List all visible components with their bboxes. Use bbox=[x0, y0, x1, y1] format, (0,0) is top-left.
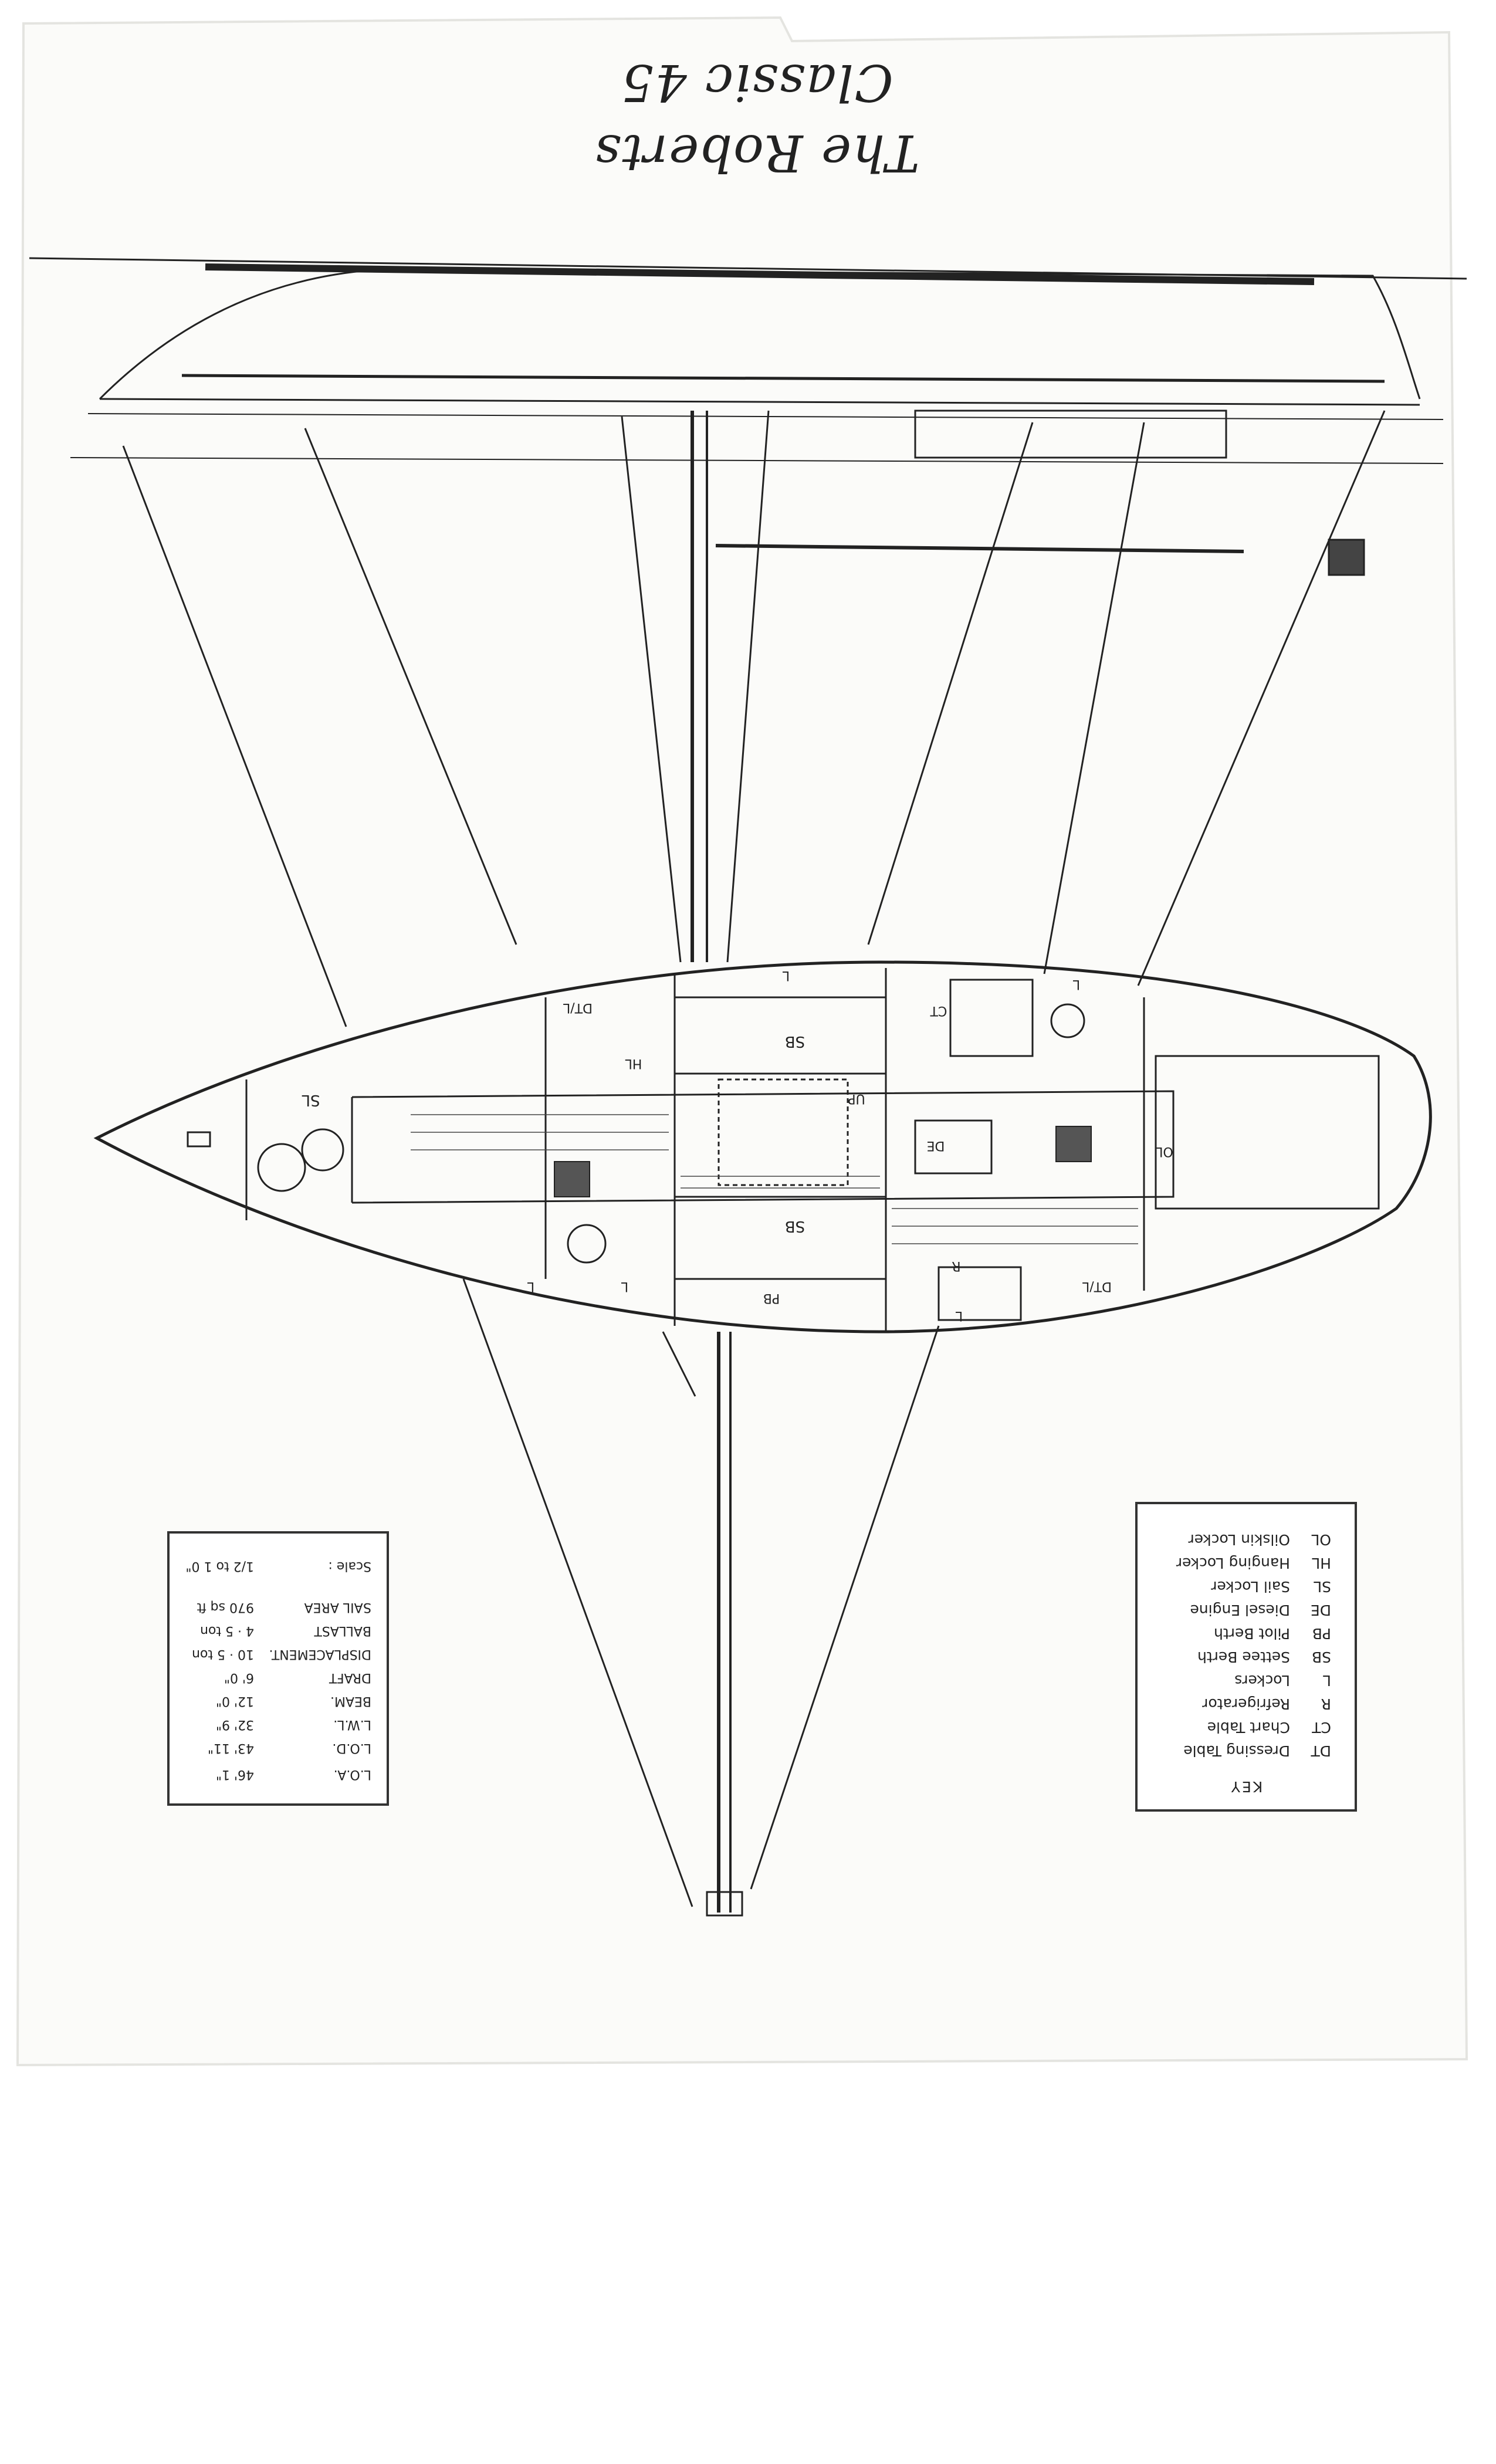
spec-value: 6' 0" bbox=[224, 1670, 254, 1685]
key-item: HL Hanging Locker bbox=[1176, 1551, 1331, 1575]
key-code: OL bbox=[1311, 1531, 1331, 1548]
label-r: R bbox=[952, 1258, 961, 1273]
spec-row: L.O.A. 46' 1" bbox=[178, 1762, 371, 1786]
spec-value: 970 sq ft bbox=[197, 1600, 254, 1615]
label-ol: OL bbox=[1156, 1144, 1173, 1159]
label-l-bottom-2: L bbox=[621, 1279, 629, 1294]
label-l-bottom-3: L bbox=[955, 1308, 963, 1323]
key-label: Hanging Locker bbox=[1176, 1555, 1290, 1572]
label-ct: CT bbox=[930, 1003, 947, 1018]
key-code: SL bbox=[1314, 1578, 1331, 1595]
spec-value: 32' 9" bbox=[215, 1717, 254, 1732]
key-legend: KEY DT Dressing Table CT Chart Table R Refr… bbox=[1135, 1502, 1357, 1812]
spec-row: DRAFT 6' 0" bbox=[178, 1666, 371, 1689]
spec-row: L.W.L. 32' 9" bbox=[178, 1712, 371, 1736]
specifications-table: L.O.A.46' 1" L.O.D.43' 11" L.W.L.32' 9" … bbox=[167, 1531, 389, 1806]
spec-label: SAIL AREA bbox=[304, 1600, 371, 1615]
label-sl: SL bbox=[302, 1091, 320, 1109]
spec-value: 10 · 5 ton bbox=[192, 1647, 254, 1661]
key-code: DE bbox=[1310, 1602, 1331, 1619]
key-item: L Lockers bbox=[1234, 1668, 1331, 1692]
spec-value: 46' 1" bbox=[215, 1767, 254, 1782]
label-de: DE bbox=[926, 1138, 945, 1153]
side-elevation bbox=[29, 257, 1467, 962]
label-l-top-3: L bbox=[1072, 977, 1081, 991]
key-label: Lockers bbox=[1234, 1672, 1290, 1689]
spec-label: DRAFT bbox=[329, 1670, 371, 1685]
label-hl: HL bbox=[625, 1056, 642, 1071]
key-item: CT Chart Table bbox=[1207, 1715, 1331, 1739]
label-dt-l-aft: DT/L bbox=[1082, 1279, 1112, 1294]
label-sb-top: SB bbox=[784, 1033, 805, 1050]
spec-row: Scale : 1/2 to 1 0" bbox=[178, 1554, 371, 1578]
key-code: SB bbox=[1311, 1649, 1331, 1666]
key-code: L bbox=[1323, 1672, 1331, 1689]
key-label: Diesel Engine bbox=[1190, 1602, 1290, 1619]
key-item: SB Settee Berth bbox=[1197, 1645, 1331, 1668]
key-code: R bbox=[1321, 1695, 1331, 1712]
label-l-top-1: L bbox=[782, 968, 790, 983]
spec-label: Scale : bbox=[328, 1559, 371, 1573]
key-code: CT bbox=[1312, 1719, 1331, 1736]
spec-row: BALLAST 4 · 5 ton bbox=[178, 1619, 371, 1642]
spec-row: BEAM. 12' 0" bbox=[178, 1689, 371, 1712]
drawing-title: The Roberts Classic 45 bbox=[594, 53, 920, 182]
spec-value: 12' 0" bbox=[215, 1694, 254, 1708]
lower-rigging bbox=[462, 1278, 940, 1917]
key-item: OL Oilskin Locker bbox=[1188, 1528, 1331, 1551]
spec-row: DISPLACEMENT. 10 · 5 ton bbox=[178, 1642, 371, 1666]
key-item: R Refrigerator bbox=[1202, 1692, 1331, 1715]
label-up: UP bbox=[848, 1091, 865, 1106]
spec-row: L.O.D. 43' 11" bbox=[178, 1736, 371, 1759]
spec-label: BALLAST bbox=[314, 1623, 371, 1638]
key-item: DE Diesel Engine bbox=[1190, 1598, 1331, 1622]
key-label: Pilot Berth bbox=[1214, 1625, 1290, 1642]
key-code: PB bbox=[1312, 1625, 1331, 1642]
deck-plan bbox=[93, 960, 1432, 1333]
spec-value: 4 · 5 ton bbox=[200, 1623, 254, 1638]
spec-label: L.O.D. bbox=[332, 1741, 371, 1755]
spec-label: DISPLACEMENT. bbox=[269, 1647, 371, 1661]
key-item: PB Pilot Berth bbox=[1214, 1622, 1331, 1645]
key-label: Chart Table bbox=[1207, 1719, 1290, 1736]
spec-row: SAIL AREA 970 sq ft bbox=[178, 1595, 371, 1619]
key-label: Dressing Table bbox=[1183, 1742, 1290, 1759]
key-label: Settee Berth bbox=[1197, 1649, 1290, 1666]
hull-outline bbox=[93, 960, 1432, 1333]
key-item: DT Dressing Table bbox=[1183, 1739, 1331, 1762]
label-l-bottom-1: L bbox=[527, 1279, 535, 1294]
label-dt-l-forward: DT/L bbox=[563, 1000, 593, 1015]
spec-label: L.O.A. bbox=[333, 1767, 371, 1782]
spec-label: L.W.L. bbox=[333, 1717, 371, 1732]
key-label: Sail Locker bbox=[1211, 1578, 1290, 1595]
key-label: Refrigerator bbox=[1202, 1695, 1290, 1712]
key-code: DT bbox=[1311, 1742, 1331, 1759]
key-code: HL bbox=[1312, 1555, 1331, 1572]
key-item: SL Sail Locker bbox=[1211, 1575, 1331, 1598]
spec-value: 1/2 to 1 0" bbox=[185, 1559, 254, 1573]
key-heading: KEY bbox=[1229, 1778, 1263, 1795]
rigging-lines bbox=[122, 410, 1386, 1027]
key-label: Oilskin Locker bbox=[1188, 1531, 1290, 1548]
label-pb: PB bbox=[763, 1291, 780, 1305]
label-sb-bottom: SB bbox=[784, 1217, 805, 1235]
spec-label: BEAM. bbox=[330, 1694, 371, 1708]
spec-value: 43' 11" bbox=[207, 1741, 254, 1755]
